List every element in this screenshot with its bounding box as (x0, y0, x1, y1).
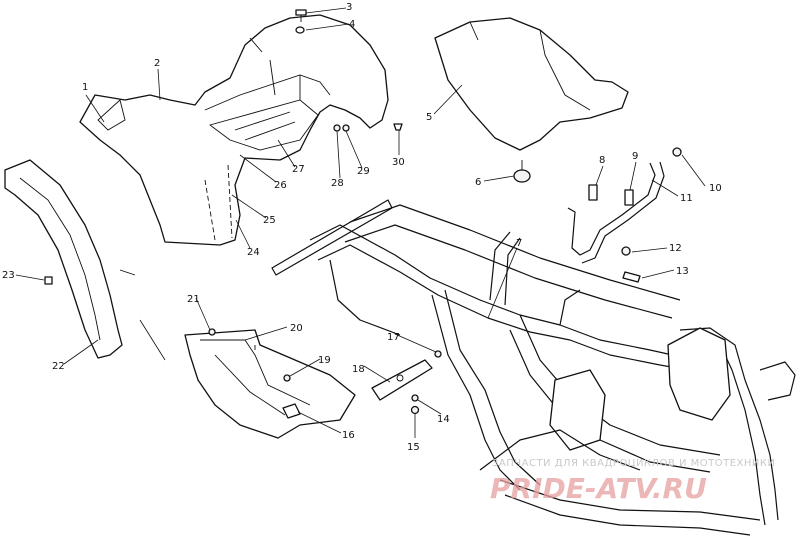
callout-labels: 1 2 3 4 5 6 7 8 9 10 11 12 13 14 15 16 1… (2, 2, 722, 453)
callout-7: 7 (516, 238, 522, 249)
footwell-part (184, 329, 356, 439)
callout-11: 11 (680, 193, 693, 204)
main-frame-part (271, 199, 796, 536)
nut-12-shape (621, 246, 631, 256)
callout-10: 10 (709, 183, 722, 194)
rear-fender-part (79, 14, 389, 246)
callout-26: 26 (274, 180, 287, 191)
callout-24: 24 (247, 247, 260, 258)
clip-16-shape (282, 403, 301, 419)
callout-2: 2 (154, 58, 160, 69)
callout-28: 28 (331, 178, 344, 189)
callout-6: 6 (475, 177, 481, 188)
cap-10-shape (672, 147, 682, 157)
fastener-9-shape (624, 189, 634, 206)
watermark-logo-text: PRIDE-ATV.RU (490, 472, 707, 505)
callout-1: 1 (82, 82, 88, 93)
handrail-part (567, 161, 665, 264)
callout-16: 16 (342, 430, 355, 441)
nut-4-shape (295, 26, 305, 34)
nut-29-shape (342, 124, 350, 132)
nut-14-shape (411, 394, 419, 402)
small-hardware-group (44, 9, 682, 419)
leader-lines (15, 7, 706, 438)
fastener-8-shape (588, 184, 598, 201)
watermark-top-line: ЗАПЧАСТИ ДЛЯ КВАДРОЦИКЛОВ И МОТОТЕХНИКИ (492, 458, 775, 469)
watermark: ЗАПЧАСТИ ДЛЯ КВАДРОЦИКЛОВ И МОТОТЕХНИКИ … (490, 458, 775, 505)
pin-13-shape (622, 271, 641, 283)
callout-9: 9 (632, 151, 638, 162)
screw-19-shape (283, 374, 291, 382)
callout-19: 19 (318, 355, 331, 366)
callout-12: 12 (669, 243, 682, 254)
nut-17-shape (434, 350, 442, 358)
fender-flap-part (4, 159, 123, 359)
callout-30: 30 (392, 157, 405, 168)
screw-30-shape (393, 123, 403, 131)
callout-14: 14 (437, 414, 450, 425)
callout-13: 13 (676, 266, 689, 277)
callout-22: 22 (52, 361, 65, 372)
bracket-part (371, 359, 433, 401)
callout-25: 25 (263, 215, 276, 226)
callout-4: 4 (349, 19, 355, 30)
screw-21-shape (208, 328, 216, 336)
washer-15-shape (410, 405, 420, 415)
callout-23: 23 (2, 270, 15, 281)
seat-part (434, 17, 629, 151)
washer-28-shape (333, 124, 341, 132)
screw-3-shape (295, 9, 307, 16)
callout-8: 8 (599, 155, 605, 166)
callout-20: 20 (290, 323, 303, 334)
callout-29: 29 (357, 166, 370, 177)
fastener-23-shape (44, 276, 53, 285)
bumper-6-shape (513, 169, 531, 183)
callout-27: 27 (292, 164, 305, 175)
callout-5: 5 (426, 112, 432, 123)
callout-18: 18 (352, 364, 365, 375)
callout-3: 3 (346, 2, 352, 13)
callout-17: 17 (387, 332, 400, 343)
callout-21: 21 (187, 294, 200, 305)
callout-15: 15 (407, 442, 420, 453)
